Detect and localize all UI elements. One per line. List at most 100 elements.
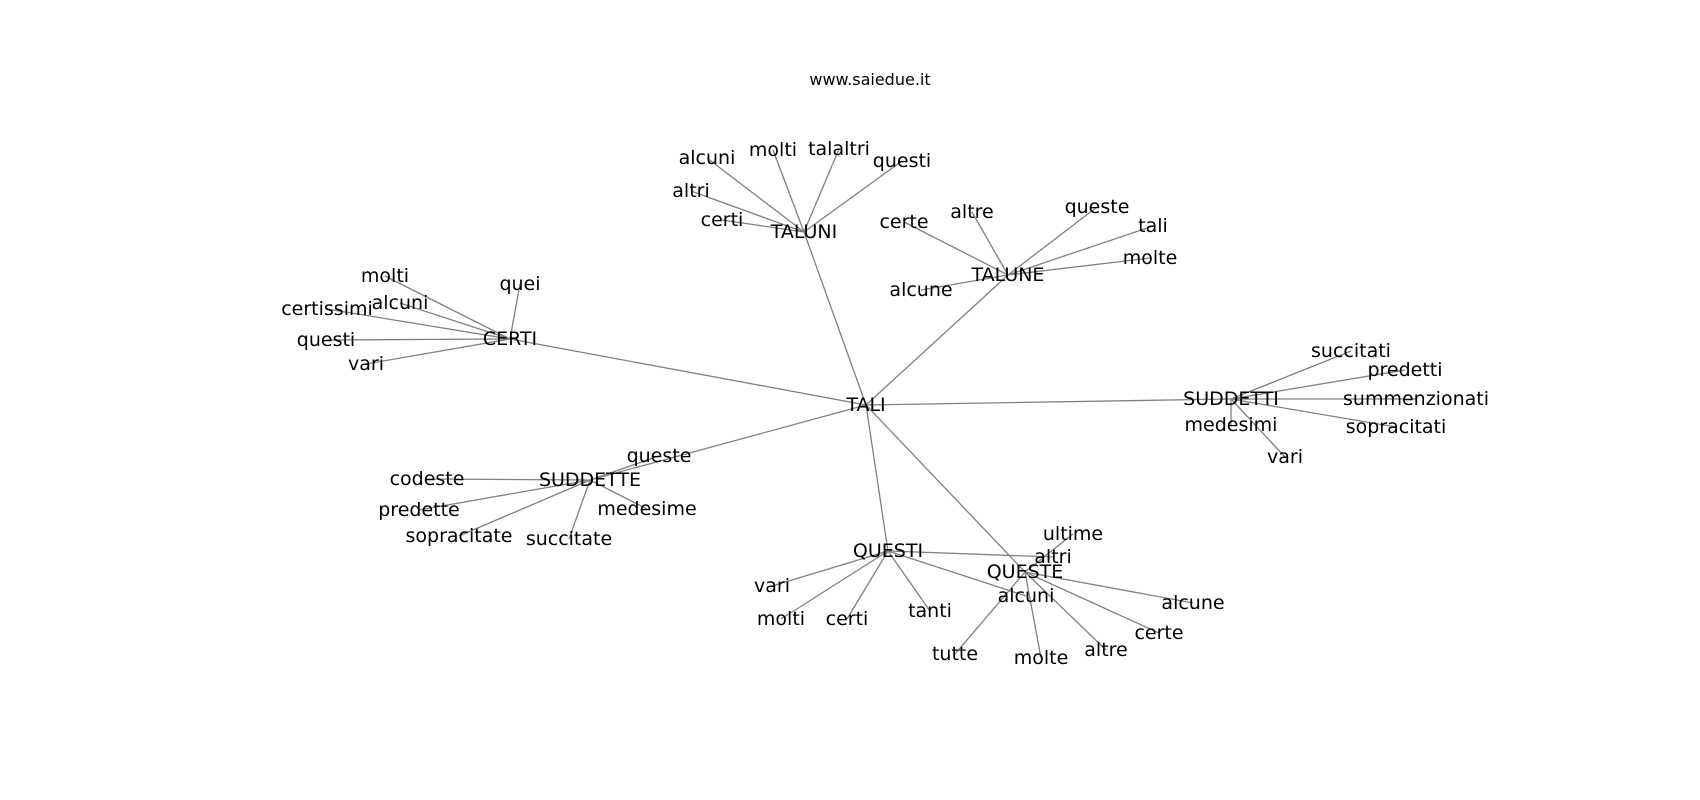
leaf-node-talune-molte: molte — [1123, 247, 1178, 269]
edge-tali-to-suddetti — [865, 398, 1232, 406]
hub-node-taluni: TALUNI — [770, 221, 838, 243]
edge-suddette-to-suddette-predette — [418, 479, 591, 511]
edge-questi-to-questi-alcuni — [887, 550, 1027, 597]
edge-questi-to-questi-tanti — [887, 550, 931, 612]
edge-talune-to-talune-tali — [1007, 225, 1154, 276]
leaf-node-certi-alcuni: alcuni — [372, 292, 429, 314]
edge-queste-to-queste-altre — [1024, 571, 1107, 651]
edge-taluni-to-taluni-altri — [690, 190, 805, 233]
edge-queste-to-queste-molte — [1024, 571, 1042, 659]
hub-node-suddetti: SUDDETTI — [1183, 388, 1279, 410]
edge-talune-to-talune-altre — [971, 211, 1009, 276]
leaf-node-taluni-certi: certi — [701, 209, 744, 231]
leaf-node-talune-certe: certe — [879, 211, 928, 233]
hub-node-certi: CERTI — [483, 328, 537, 350]
edge-queste-to-queste-ultime — [1024, 533, 1074, 573]
leaf-node-questi-altri: altri — [1034, 546, 1071, 568]
leaf-node-suddette-queste: queste — [627, 445, 692, 467]
leaf-node-certi-molti: molti — [361, 265, 409, 287]
edge-questi-to-questi-altri — [887, 550, 1054, 558]
edge-taluni-to-taluni-talaltri — [803, 148, 840, 233]
leaf-node-suddette-succitate: succitate — [526, 528, 612, 550]
leaf-node-queste-certe: certe — [1134, 622, 1183, 644]
leaf-node-suddetti-sopracitati: sopracitati — [1346, 416, 1447, 438]
leaf-node-queste-altre: altre — [1084, 639, 1127, 661]
edge-talune-to-talune-alcune — [920, 274, 1009, 291]
edge-tali-to-certi — [509, 338, 867, 406]
leaf-node-talune-altre: altre — [950, 201, 993, 223]
leaf-node-suddetti-vari: vari — [1267, 446, 1303, 468]
leaf-node-certi-quei: quei — [499, 273, 540, 295]
edge-tali-to-queste — [865, 404, 1026, 573]
edge-taluni-to-taluni-alcuni — [706, 157, 805, 233]
leaf-node-queste-molte: molte — [1014, 647, 1069, 669]
leaf-node-talune-queste: queste — [1065, 196, 1130, 218]
hub-node-questi: QUESTI — [853, 540, 923, 562]
edge-taluni-to-taluni-molti — [772, 149, 805, 233]
edge-tali-to-suddette — [589, 404, 867, 481]
leaf-node-suddetti-summenzionati: summenzionati — [1343, 388, 1489, 410]
hub-node-queste: QUESTE — [987, 561, 1064, 583]
edge-questi-to-questi-certi — [846, 550, 889, 620]
edge-tali-to-talune — [865, 274, 1009, 406]
leaf-node-certi-vari: vari — [348, 353, 384, 375]
edge-certi-to-certi-questi — [325, 338, 511, 341]
edge-questi-to-questi-molti — [780, 550, 889, 620]
leaf-node-taluni-altri: altri — [672, 180, 709, 202]
edge-tali-to-questi — [865, 404, 889, 552]
label-layer: TALI TALUNI TALUNE CERTI SUDDETTI SUDDETTE QUE… — [281, 138, 1489, 669]
leaf-node-taluni-questi: questi — [873, 150, 931, 172]
edge-certi-to-certi-certissimi — [326, 308, 511, 340]
leaf-node-suddette-sopracitate: sopracitate — [406, 525, 513, 547]
edge-talune-to-talune-certe — [903, 221, 1009, 276]
leaf-node-suddette-medesime: medesime — [597, 498, 696, 520]
edge-suddette-to-suddette-sopracitate — [458, 479, 591, 537]
edge-certi-to-certi-vari — [365, 338, 511, 365]
edge-queste-to-queste-tutte — [954, 571, 1026, 655]
leaf-node-suddetti-predetti: predetti — [1367, 359, 1442, 381]
edge-certi-to-certi-alcuni — [399, 302, 511, 340]
edge-suddetti-to-suddetti-succitati — [1230, 350, 1352, 400]
leaf-node-suddetti-succitati: succitati — [1311, 340, 1391, 362]
edge-certi-to-certi-molti — [384, 275, 511, 340]
site-caption: www.saiedue.it — [809, 70, 931, 89]
leaf-node-suddette-predette: predette — [378, 499, 459, 521]
edge-tali-to-taluni — [803, 231, 867, 406]
edge-queste-to-queste-alcune — [1024, 571, 1194, 604]
edge-taluni-to-taluni-questi — [803, 160, 903, 233]
leaf-node-suddetti-medesimi: medesimi — [1185, 414, 1278, 436]
edge-suddette-to-suddette-codeste — [426, 478, 591, 481]
leaf-node-taluni-alcuni: alcuni — [679, 147, 736, 169]
leaf-node-taluni-molti: molti — [749, 139, 797, 161]
leaf-node-talune-tali: tali — [1138, 215, 1168, 237]
hub-node-suddette: SUDDETTE — [539, 469, 641, 491]
edge-suddette-to-suddette-succitate — [568, 479, 591, 540]
edge-queste-to-queste-certe — [1024, 571, 1160, 634]
leaf-node-certi-questi: questi — [297, 329, 355, 351]
leaf-node-talune-alcune: alcune — [889, 279, 952, 301]
edge-suddette-to-suddette-medesime — [589, 479, 648, 510]
edge-talune-to-talune-queste — [1007, 206, 1098, 276]
leaf-node-questi-alcuni: alcuni — [998, 585, 1055, 607]
edge-suddetti-to-suddetti-predetti — [1230, 369, 1406, 400]
leaf-node-certi-certissimi: certissimi — [281, 298, 373, 320]
edge-suddetti-to-suddetti-sopracitati — [1230, 398, 1397, 428]
leaf-node-queste-ultime: ultime — [1043, 523, 1103, 545]
leaf-node-questi-certi: certi — [826, 608, 869, 630]
leaf-node-queste-alcune: alcune — [1161, 592, 1224, 614]
edge-suddette-to-suddette-queste — [589, 455, 660, 481]
edge-talune-to-talune-molte — [1007, 257, 1151, 276]
leaf-node-queste-tutte: tutte — [932, 643, 978, 665]
edge-taluni-to-taluni-certi — [721, 219, 805, 233]
leaf-node-suddette-codeste: codeste — [390, 468, 465, 490]
leaf-node-questi-vari: vari — [754, 575, 790, 597]
leaf-node-questi-tanti: tanti — [908, 600, 952, 622]
hub-node-tali: TALI — [845, 394, 885, 416]
hub-node-talune: TALUNE — [971, 264, 1045, 286]
leaf-node-taluni-talaltri: talaltri — [808, 138, 870, 160]
leaf-node-questi-molti: molti — [757, 608, 805, 630]
edge-questi-to-questi-vari — [771, 550, 889, 587]
edge-certi-to-certi-quei — [509, 283, 521, 340]
